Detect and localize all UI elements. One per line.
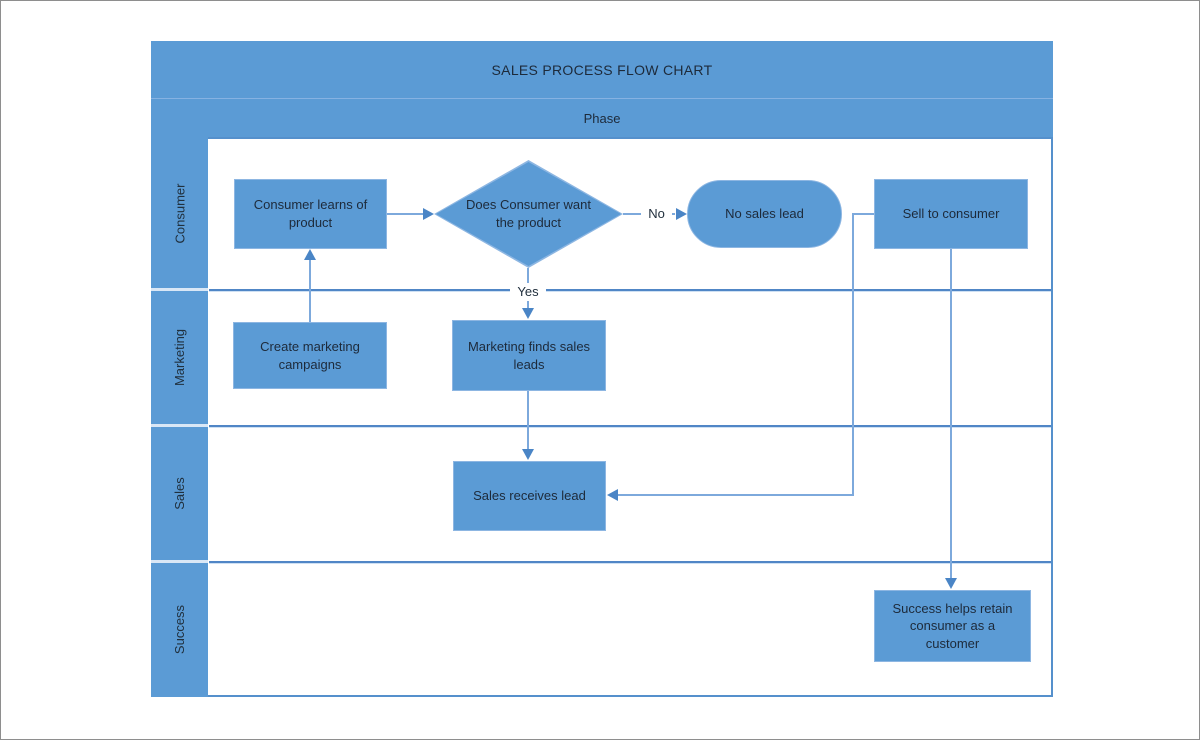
arrowhead-right-icon	[423, 208, 434, 220]
lane-divider-gap	[151, 288, 208, 291]
lane-divider-gap	[151, 560, 208, 563]
arrowhead-down-icon	[522, 449, 534, 460]
connector-line	[853, 213, 874, 215]
node-sales-receives-lead: Sales receives lead	[453, 461, 606, 531]
arrowhead-up-icon	[304, 249, 316, 260]
connector-line	[852, 213, 854, 496]
connector-line	[618, 494, 854, 496]
lane-label-consumer: Consumer	[172, 183, 187, 243]
node-success-helps-retain-consumer: Success helps retain consumer as a custo…	[874, 590, 1031, 662]
edge-label-no: No	[641, 205, 672, 223]
lane-label-column	[151, 137, 208, 697]
connector-line	[527, 391, 529, 449]
phase-band: Phase	[151, 98, 1053, 137]
edge-label-yes: Yes	[510, 283, 546, 301]
connector-line	[309, 260, 311, 322]
arrowhead-right-icon	[676, 208, 687, 220]
node-marketing-finds-sales-leads: Marketing finds sales leads	[452, 320, 606, 391]
lane-divider	[209, 425, 1051, 427]
lane-label-sales: Sales	[172, 476, 187, 510]
lane-divider	[209, 289, 1051, 291]
phase-label: Phase	[583, 110, 621, 126]
node-does-consumer-want-the-product: Does Consumer want the product	[434, 160, 623, 268]
node-consumer-learns-of-product: Consumer learns of product	[234, 179, 387, 249]
lane-divider-gap	[151, 424, 208, 427]
arrowhead-left-icon	[607, 489, 618, 501]
connector-line	[950, 249, 952, 579]
lane-label-marketing: Marketing	[172, 328, 188, 386]
node-create-marketing-campaigns: Create marketing campaigns	[233, 322, 387, 389]
arrowhead-down-icon	[522, 308, 534, 319]
title-band: SALES PROCESS FLOW CHART	[151, 41, 1053, 98]
arrowhead-down-icon	[945, 578, 957, 589]
lane-divider	[209, 561, 1051, 563]
connector-line	[387, 213, 423, 215]
node-no-sales-lead: No sales lead	[687, 180, 842, 248]
lane-label-success: Success	[171, 604, 187, 654]
node-sell-to-consumer: Sell to consumer	[874, 179, 1028, 249]
chart-title: SALES PROCESS FLOW CHART	[491, 61, 713, 78]
